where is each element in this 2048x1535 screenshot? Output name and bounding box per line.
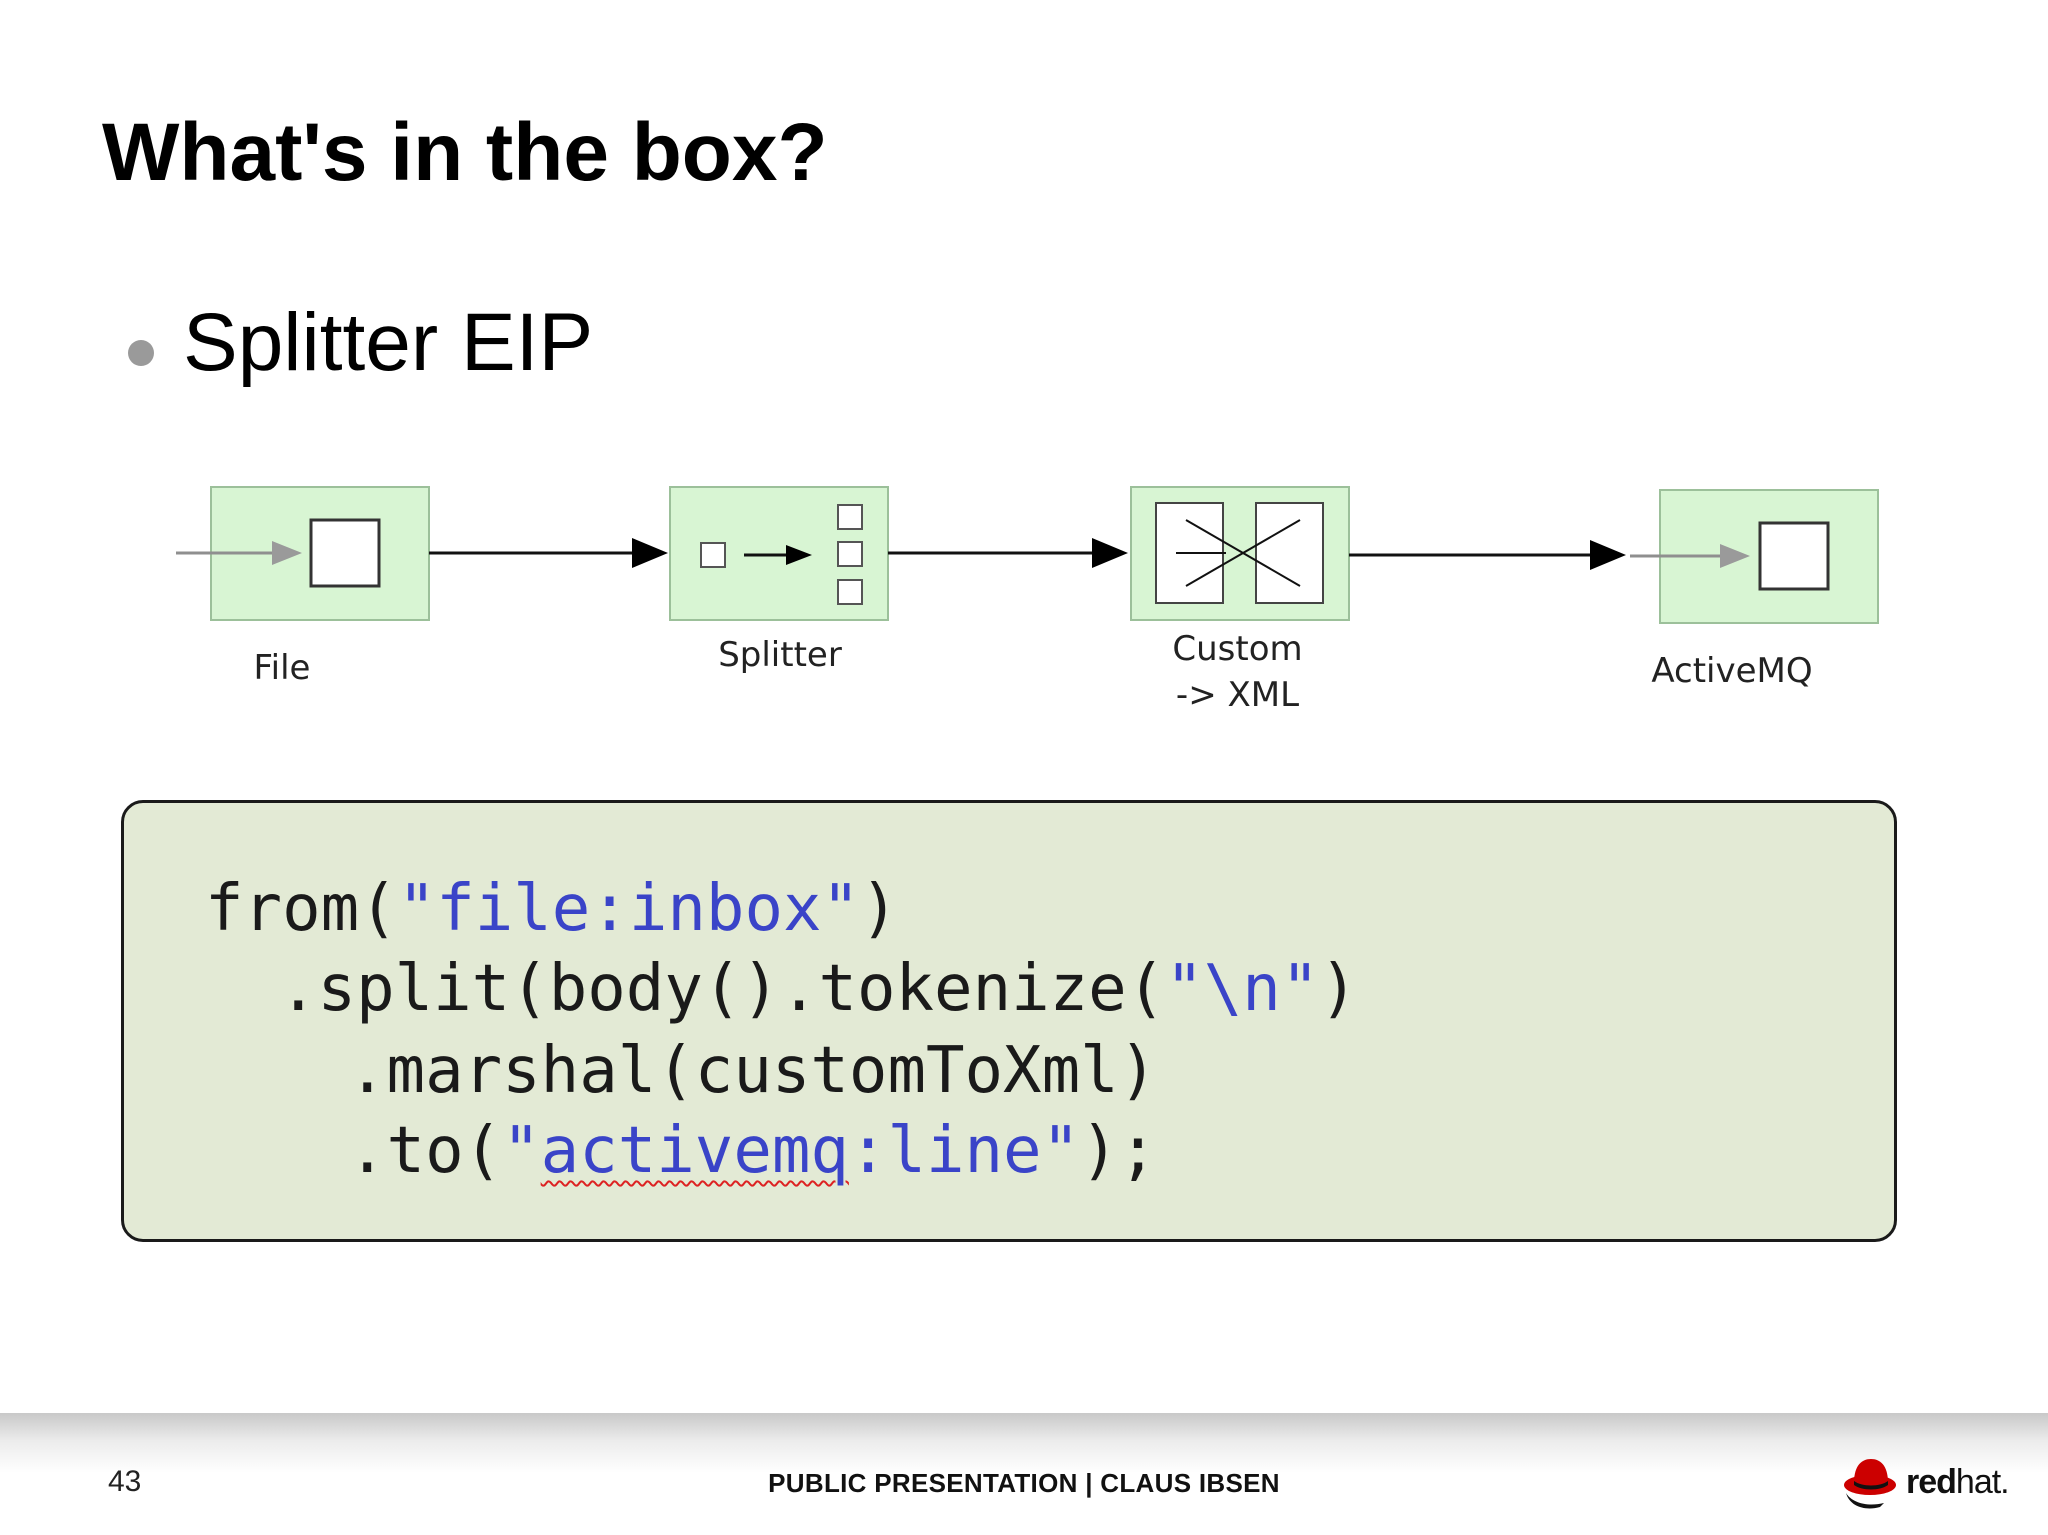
logo-text-bold: red xyxy=(1906,1463,1957,1501)
node-label-activemq: ActiveMQ xyxy=(1651,651,1813,691)
code-token: ) xyxy=(1319,952,1358,1026)
eip-diagram: File Splitter Custom -> XML ActiveMQ xyxy=(0,470,2048,730)
code-line-2: .split(body().tokenize("\n") xyxy=(279,949,1358,1029)
code-token: ) xyxy=(860,872,899,946)
code-line-4: .to("activemq:line"); xyxy=(348,1111,1157,1191)
bullet-text: Splitter EIP xyxy=(183,297,594,388)
node-label-translator: Custom -> XML xyxy=(1172,629,1303,715)
redhat-logo: redhat. xyxy=(1840,1455,2010,1511)
code-line-3: .marshal(customToXml) xyxy=(348,1034,1158,1108)
splitter-output-icon xyxy=(837,541,863,567)
code-string: " xyxy=(502,1114,541,1188)
page-number: 43 xyxy=(108,1465,142,1498)
splitter-input-icon xyxy=(700,542,726,568)
slide-title: What's in the box? xyxy=(102,107,828,198)
footer-band xyxy=(0,1413,2048,1535)
activemq-arrow-icon xyxy=(1720,544,1750,568)
arrow-head-icon xyxy=(632,538,668,568)
logo-wordmark: redhat. xyxy=(1906,1463,2010,1502)
logo-text-light: hat. xyxy=(1955,1463,2010,1501)
activemq-node xyxy=(1630,489,1879,624)
code-block: from("file:inbox") .split(body().tokeniz… xyxy=(121,800,1897,1242)
splitter-arrow-icon xyxy=(786,545,812,565)
code-line-1: from("file:inbox") xyxy=(205,869,899,949)
node-label-splitter: Splitter xyxy=(718,635,842,675)
code-string: :line" xyxy=(848,1114,1081,1188)
splitter-output-icon xyxy=(837,579,863,605)
arrow-head-icon xyxy=(1590,540,1626,570)
code-string: "file:inbox" xyxy=(397,872,861,946)
code-token: from( xyxy=(205,872,398,946)
code-token: .to( xyxy=(348,1114,503,1188)
node-label-file: File xyxy=(253,648,311,688)
endpoint-icon xyxy=(1758,521,1830,591)
file-node xyxy=(176,486,430,621)
arrow-head-icon xyxy=(1092,538,1128,568)
spellcheck-word: activemq xyxy=(540,1114,849,1188)
shadowman-icon xyxy=(1844,1459,1896,1509)
footer-text: PUBLIC PRESENTATION | CLAUS IBSEN xyxy=(768,1468,1280,1498)
file-arrow-icon xyxy=(272,541,302,565)
endpoint-icon xyxy=(309,518,381,588)
code-string: "\n" xyxy=(1165,952,1320,1026)
code-token: .split(body().tokenize( xyxy=(279,952,1166,1026)
translator-node xyxy=(1130,486,1350,621)
splitter-node xyxy=(669,486,889,621)
splitter-output-icon xyxy=(837,504,863,530)
translator-right-icon xyxy=(1255,502,1324,604)
eip-diagram-svg xyxy=(176,486,1879,624)
code-token: ); xyxy=(1080,1114,1158,1188)
bullet-dot-icon xyxy=(128,340,154,366)
